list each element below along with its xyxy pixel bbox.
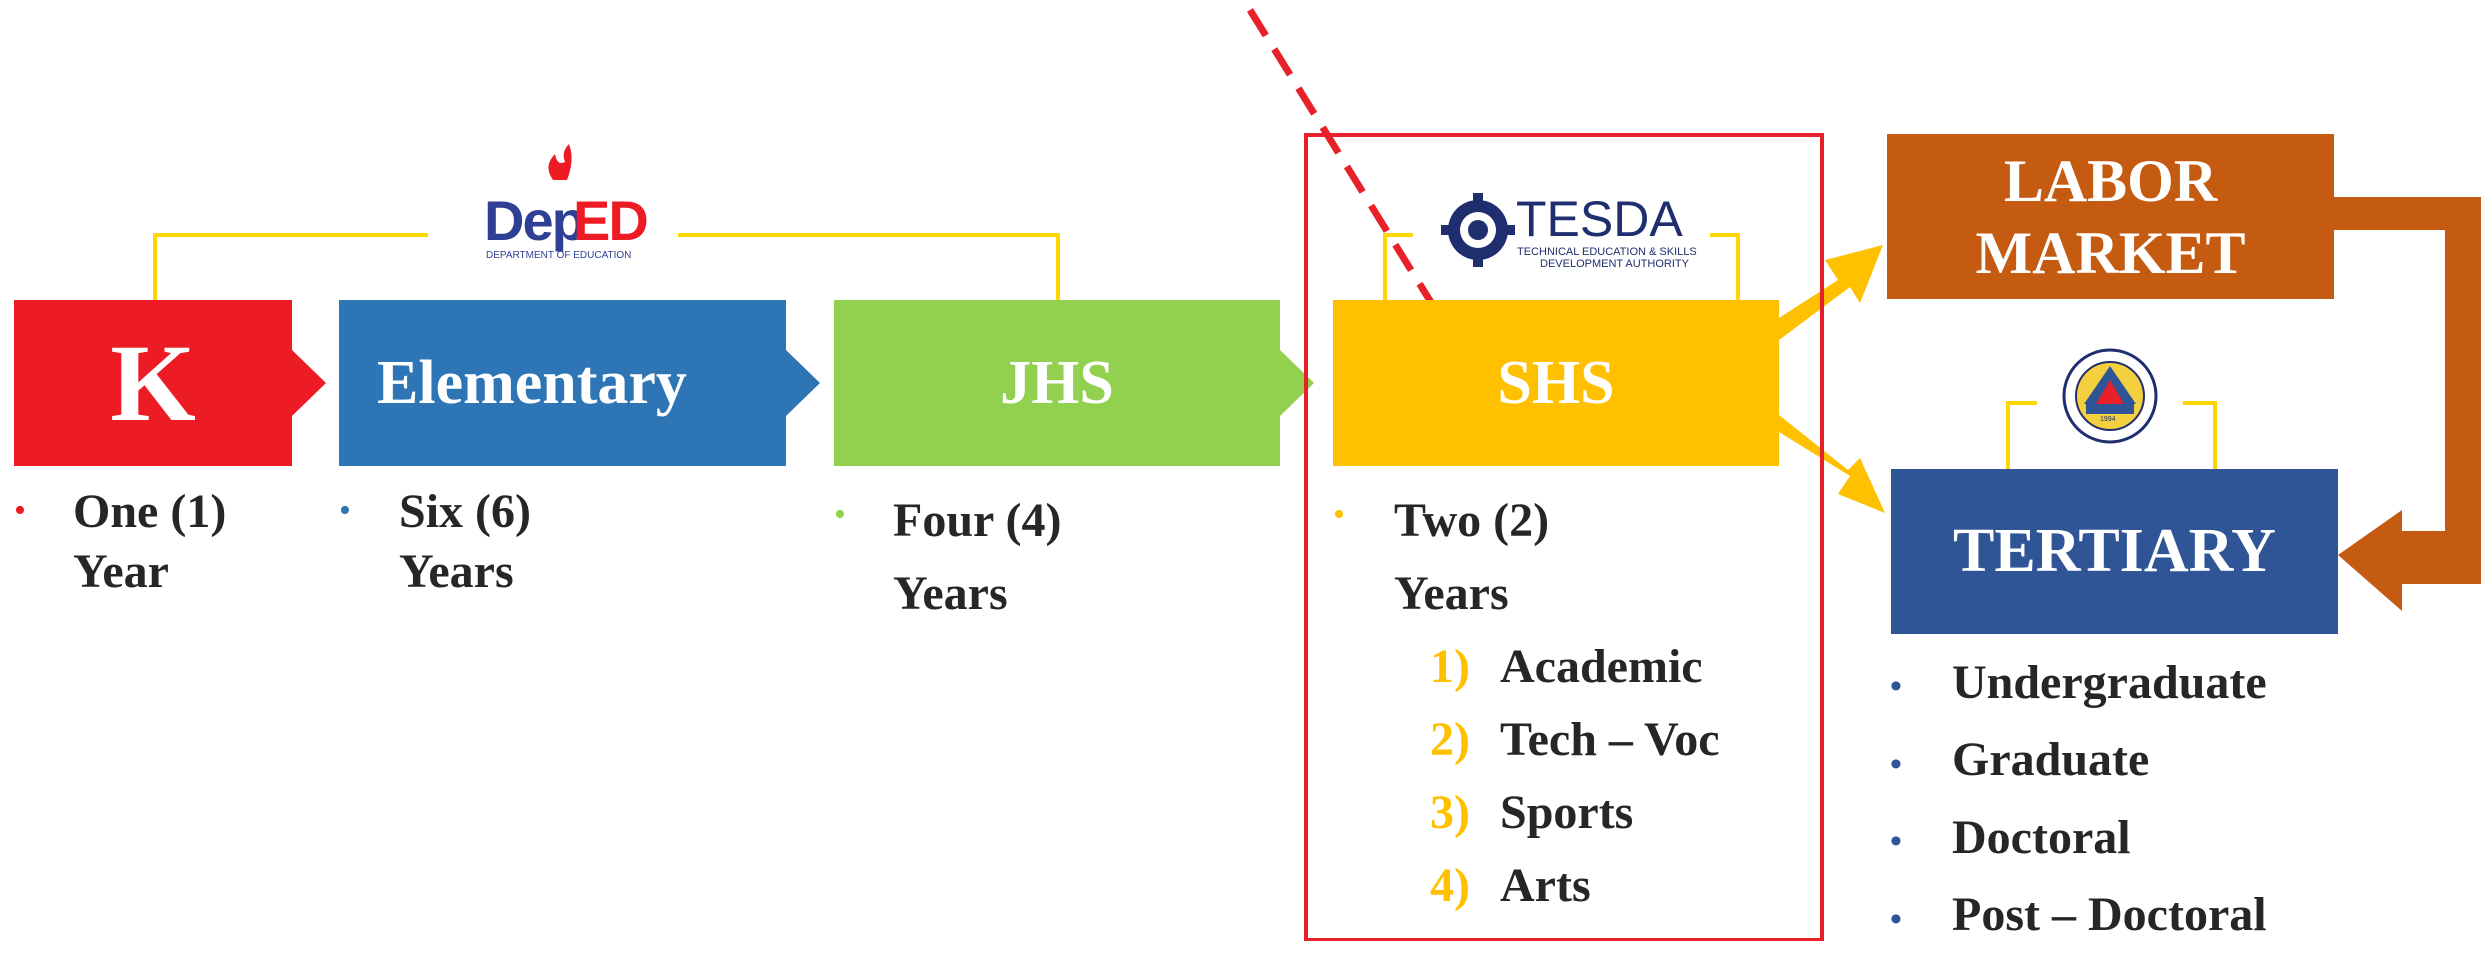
stage-jhs-box: JHS [834,300,1280,466]
deped-logo-dep: Dep [484,189,586,252]
ched-seal-icon [2062,348,2158,444]
shs-duration-line2: Years [1394,567,1509,620]
shs-to-labor-arrow [1779,245,1883,340]
k-duration-line2: Year [73,545,169,598]
tertiary-level-item: •Undergraduate [1890,656,2267,709]
deped-logo-sub: DEPARTMENT OF EDUCATION [486,250,632,261]
tertiary-levels-list: •Undergraduate •Graduate •Doctoral •Post… [1890,646,2267,956]
shs-track-item: 3)Sports [1430,786,1634,839]
deped-bracket [153,233,1060,300]
tesda-logo-sub2: DEVELOPMENT AUTHORITY [1540,258,1689,270]
jhs-duration-line1: Four (4) [893,494,1062,547]
stage-k-box: K [14,300,292,466]
tesda-logo-word: TESDA [1516,191,1683,247]
labor-market-line2: MARKET [1975,219,2246,286]
elementary-duration: Six (6) Years [399,482,531,602]
tertiary-box: TERTIARY [1891,469,2338,634]
stage-jhs-label: JHS [1000,348,1114,417]
shs-duration-line1: Two (2) [1394,494,1550,547]
k-duration-line1: One (1) [73,485,227,538]
deped-logo-ed: ED [573,189,649,252]
stage-elementary-label: Elementary [377,348,687,417]
stage-shs-box: SHS [1333,300,1779,466]
elementary-duration-line1: Six (6) [399,485,531,538]
ched-seal-year: 1994 [2100,416,2116,423]
shs-tracks-list: 1)Academic 2)Tech – Voc 3)Sports 4)Arts [1430,630,1720,922]
stage-elementary-box: Elementary [339,300,786,466]
shs-to-tertiary-arrow [1779,415,1885,513]
elementary-duration-line2: Years [399,545,514,598]
labor-to-tertiary-arrow [2334,197,2481,611]
jhs-duration: Four (4) Years [893,484,1061,630]
jhs-bullet: • [834,496,846,533]
elementary-bullet: • [339,492,351,529]
labor-market-box: LABOR MARKET [1887,134,2334,299]
shs-bullet: • [1333,496,1345,533]
tesda-logo-sub1: TECHNICAL EDUCATION & SKILLS [1517,246,1697,258]
jhs-chevron [1280,350,1314,416]
stage-shs-label: SHS [1497,348,1615,417]
k-bullet: • [14,492,26,529]
shs-track-item: 2)Tech – Voc [1430,713,1720,766]
shs-duration: Two (2) Years [1394,484,1549,630]
ched-bracket [2006,401,2217,469]
tesda-gear-icon [1441,193,1515,267]
shs-highlight-frame [1304,133,1824,941]
shs-track-item: 1)Academic [1430,640,1703,693]
shs-track-item: 4)Arts [1430,859,1591,912]
k-duration: One (1) Year [73,482,226,602]
stage-k-label: K [110,321,196,444]
dashed-pointer [1247,8,1466,356]
deped-torch-icon [548,144,572,180]
elementary-chevron [786,350,820,416]
k-chevron [292,350,326,416]
tesda-bracket [1383,233,1740,300]
tertiary-label: TERTIARY [1953,517,2276,585]
labor-market-line1: LABOR [2003,147,2218,214]
jhs-duration-line2: Years [893,567,1008,620]
tertiary-level-item: •Graduate [1890,733,2150,787]
tertiary-level-item: •Doctoral [1890,810,2131,864]
tertiary-level-item: •Post – Doctoral [1890,888,2267,942]
